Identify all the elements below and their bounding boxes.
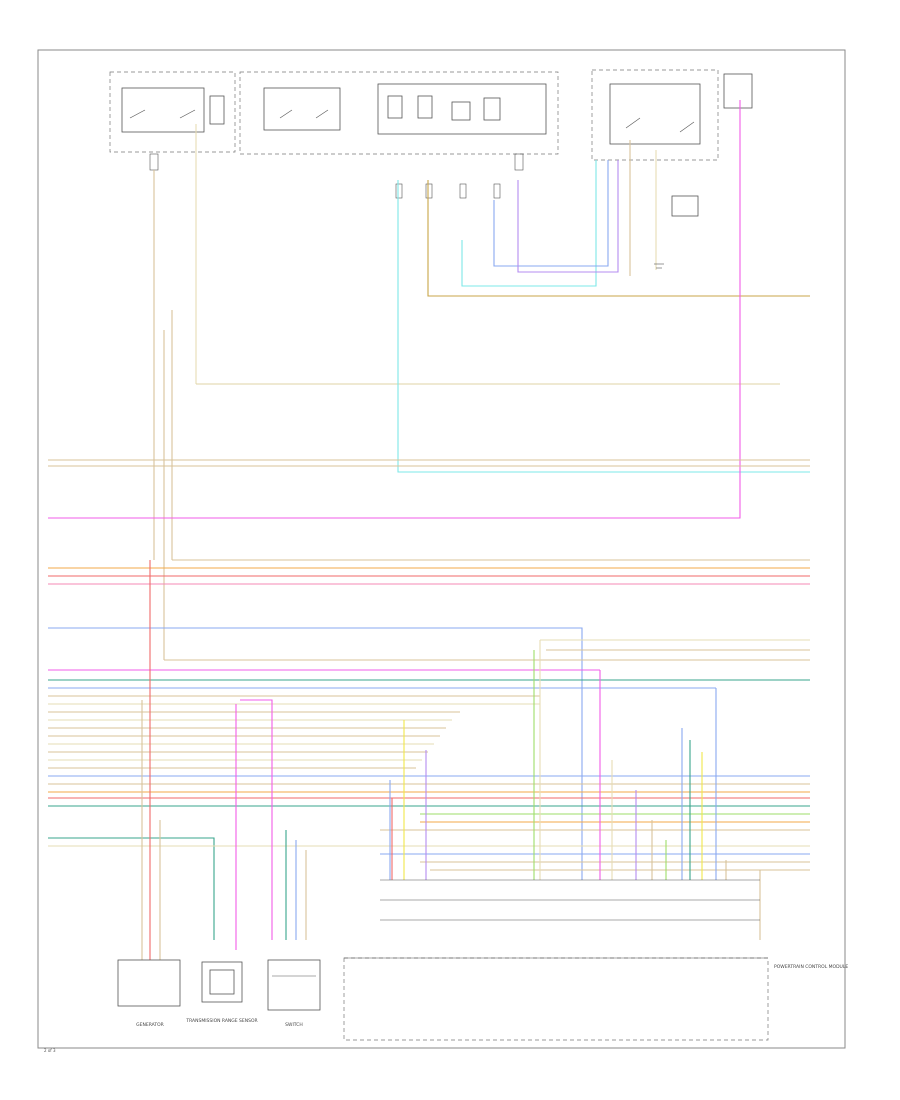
- switch-label: SWITCH: [285, 1022, 303, 1028]
- fuse-icon: [149, 153, 524, 199]
- generator-component: GENERATOR: [117, 959, 181, 1028]
- pcm-component: POWERTRAIN CONTROL MODULE: [343, 957, 848, 1041]
- switch-component: SWITCH: [267, 959, 321, 1028]
- page-label: 2 of 3: [44, 1048, 56, 1053]
- ground-icon: [654, 263, 664, 269]
- relay-block-center: [239, 71, 559, 155]
- vertical-wires-top: [48, 100, 810, 660]
- relay-block-right: [591, 69, 753, 217]
- relay-block-left: [109, 71, 236, 153]
- horizontal-bus: [48, 459, 810, 940]
- pcm-connector-pins: [380, 879, 760, 921]
- diagram-frame: [37, 49, 846, 1049]
- generator-label: GENERATOR: [136, 1022, 164, 1028]
- pcm-drops: [141, 560, 761, 960]
- sensor-label: TRANSMISSION RANGE SENSOR: [185, 1018, 257, 1024]
- pcm-label: POWERTRAIN CONTROL MODULE: [774, 964, 848, 970]
- sensor-component: TRANSMISSION RANGE SENSOR: [185, 961, 258, 1024]
